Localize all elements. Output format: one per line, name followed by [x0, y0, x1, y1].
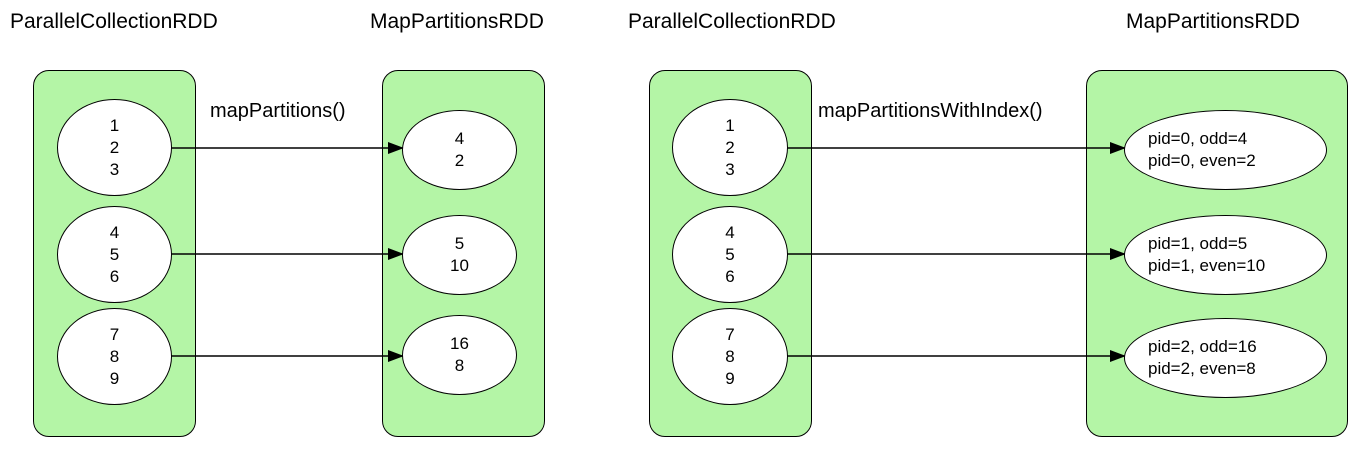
left-operation-label: mapPartitions() [210, 100, 346, 122]
left-source-rdd-title: ParallelCollectionRDD [10, 10, 218, 33]
right-target-rdd-title: MapPartitionsRDD [1126, 10, 1300, 33]
right-source-rdd-title: ParallelCollectionRDD [628, 10, 836, 33]
left-target-rdd-title: MapPartitionsRDD [370, 10, 544, 33]
right-operation-label: mapPartitionsWithIndex() [818, 100, 1043, 122]
